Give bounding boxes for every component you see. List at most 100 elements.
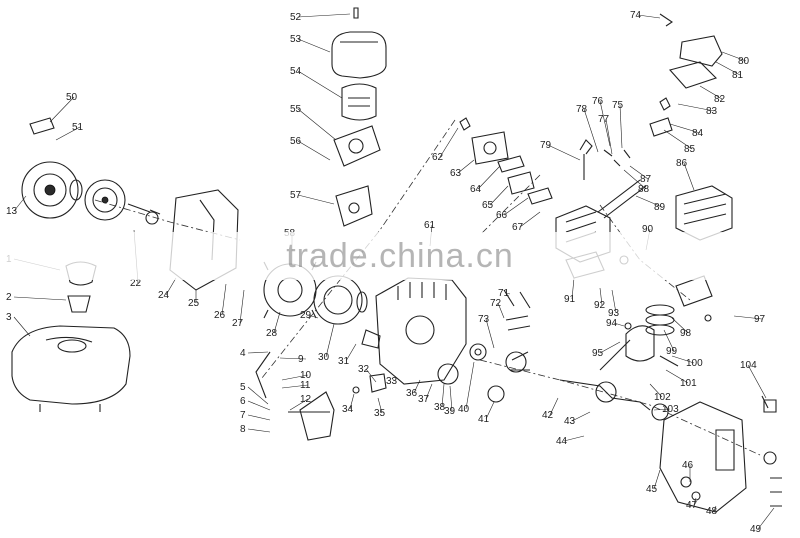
part-bearing: [651, 403, 669, 421]
part-detail: [505, 315, 531, 331]
leader-line: [505, 292, 511, 295]
part-detail: [510, 351, 530, 371]
leader-line: [489, 185, 509, 206]
part-number-label: 95: [592, 348, 604, 359]
part-gasket: [668, 61, 718, 89]
part-detail: [127, 203, 161, 215]
part-bearing: [469, 343, 487, 361]
leader-line: [599, 100, 611, 147]
leader-line: [273, 311, 281, 334]
part-number-label: 62: [432, 152, 444, 163]
part-gasket: [527, 187, 553, 205]
part-detail: [715, 429, 735, 471]
leader-line: [449, 385, 453, 412]
part-number-label: 5: [240, 382, 246, 393]
part-number-label: 80: [738, 56, 750, 67]
part-number-label: 71: [498, 288, 510, 299]
leader-line: [599, 341, 621, 354]
part-detail: [348, 202, 360, 214]
part-number-label: 9: [298, 354, 304, 365]
part-number-label: 94: [606, 318, 618, 329]
part-detail: [704, 314, 712, 322]
part-nut: [659, 97, 671, 111]
part-number-label: 4: [240, 348, 246, 359]
part-cooling-fins: [397, 282, 447, 300]
part-piston-ring: [645, 304, 675, 316]
part-number-label: 88: [638, 184, 650, 195]
part-detail: [92, 187, 118, 213]
leader-line: [439, 127, 459, 158]
part-tube: [659, 13, 673, 27]
part-number-label: 44: [556, 436, 568, 447]
leader-line: [733, 315, 763, 320]
leader-line: [297, 13, 351, 18]
part-number-label: 2: [6, 292, 12, 303]
leader-line: [441, 383, 445, 408]
leader-line: [297, 38, 331, 53]
part-number-label: 29: [300, 310, 312, 321]
part-number-label: 12: [300, 394, 312, 405]
part-number-label: 63: [450, 168, 462, 179]
leader-line: [571, 411, 591, 422]
part-number-label: 100: [686, 358, 703, 369]
part-cam-gear: [437, 363, 459, 385]
leader-line: [605, 118, 613, 155]
leader-line: [653, 408, 671, 411]
part-bolts: [770, 477, 782, 507]
part-detail: [483, 141, 497, 155]
part-number-label: 50: [66, 92, 78, 103]
part-washer: [145, 211, 159, 225]
part-number-label: 41: [478, 414, 490, 425]
part-number-label: 92: [594, 300, 606, 311]
part-detail: [683, 193, 727, 225]
part-detail: [624, 322, 632, 330]
leader-line: [425, 383, 433, 400]
part-valves: [603, 149, 631, 167]
leader-line: [325, 323, 335, 358]
part-detail: [405, 315, 435, 345]
part-number-label: 45: [646, 484, 658, 495]
part-filter-base: [333, 125, 381, 167]
part-number-label: 39: [444, 406, 456, 417]
leader-line: [477, 165, 501, 190]
leader-line: [611, 289, 617, 314]
part-number-label: 32: [358, 364, 370, 375]
leader-line: [629, 165, 649, 180]
part-push-rods: [597, 179, 647, 219]
leader-line: [289, 398, 309, 411]
part-washer: [763, 451, 777, 465]
leader-line: [247, 400, 271, 411]
part-number-label: 87: [640, 174, 652, 185]
part-screw: [353, 7, 359, 19]
part-number-label: 84: [692, 128, 704, 139]
part-detail: [323, 285, 353, 315]
part-carburetor: [471, 131, 509, 165]
leader-line: [713, 505, 717, 512]
leader-line: [349, 393, 355, 410]
part-labels: 1234567891011121322242526272829303132333…: [6, 10, 775, 535]
part-number-label: 48: [706, 506, 718, 517]
part-number-label: 42: [542, 410, 554, 421]
part-detail: [761, 395, 769, 409]
part-starter-handle: [29, 117, 55, 135]
part-number-label: 31: [338, 356, 350, 367]
leader-line: [281, 374, 309, 381]
part-cover: [675, 275, 713, 307]
leader-line: [307, 314, 319, 319]
part-number-label: 102: [654, 392, 671, 403]
part-pulley: [84, 179, 126, 221]
part-number-label: 53: [290, 34, 302, 45]
part-number-label: 104: [740, 360, 757, 371]
part-number-label: 74: [630, 10, 642, 21]
part-number-label: 99: [666, 346, 678, 357]
part-detail: [33, 173, 67, 207]
part-number-label: 81: [732, 70, 744, 81]
part-fuel-cap: [57, 339, 87, 353]
part-number-label: 75: [612, 100, 624, 111]
leader-line: [485, 401, 495, 420]
part-number-label: 49: [750, 524, 762, 535]
leader-line: [497, 302, 505, 319]
part-gasket: [459, 117, 471, 131]
part-piston-ring: [645, 314, 675, 326]
